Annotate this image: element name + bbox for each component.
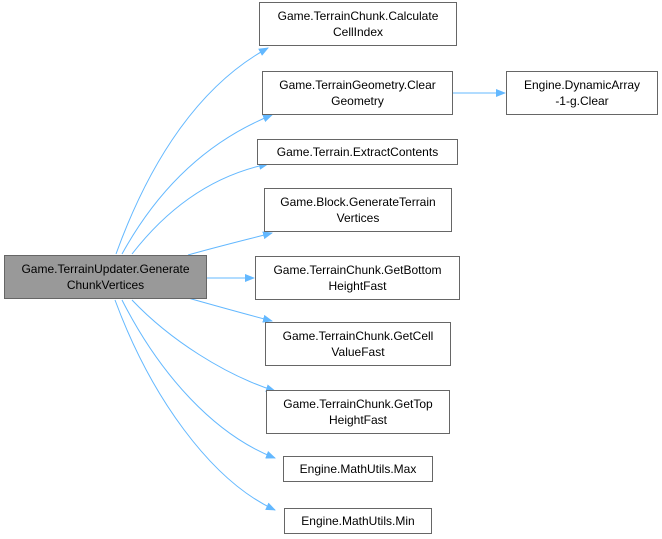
node-math-utils-max[interactable]: Engine.MathUtils.Max [283,456,433,482]
edge-to-max [121,299,276,459]
node-label-line1: Game.TerrainChunk.GetBottom [273,263,442,277]
edge-to-get-cell-value-fast [187,297,273,323]
node-clear-geometry[interactable]: Game.TerrainGeometry.Clear Geometry [262,71,453,115]
node-generate-terrain-vertices[interactable]: Game.Block.GenerateTerrain Vertices [264,188,452,232]
edge-to-get-top-height-fast [131,299,276,393]
node-generate-chunk-vertices[interactable]: Game.TerrainUpdater.Generate ChunkVertic… [4,255,207,299]
node-label-line1: Game.Terrain.ExtractContents [276,145,439,159]
node-get-bottom-height-fast[interactable]: Game.TerrainChunk.GetBottom HeightFast [255,256,460,300]
edge-to-calculate-cell-index [115,47,269,255]
node-math-utils-min[interactable]: Engine.MathUtils.Min [284,508,432,534]
node-calculate-cell-index[interactable]: Game.TerrainChunk.Calculate CellIndex [259,2,457,46]
node-label-line2: Vertices [336,211,380,225]
node-label-line2: ChunkVertices [66,278,145,292]
node-extract-contents[interactable]: Game.Terrain.ExtractContents [257,139,458,165]
node-label-line1: Engine.DynamicArray [523,78,641,92]
node-label-line2: Geometry [331,94,384,108]
node-label-line1: Game.TerrainUpdater.Generate [21,262,190,276]
edge-to-generate-terrain-vertices [187,231,273,256]
node-get-cell-value-fast[interactable]: Game.TerrainChunk.GetCell ValueFast [265,322,451,366]
node-label-line1: Game.TerrainGeometry.Clear [279,78,436,92]
node-label-line1: Engine.MathUtils.Max [299,462,417,476]
node-label-line2: HeightFast [328,279,387,293]
edge-to-extract-contents [131,161,269,255]
node-label-line1: Game.TerrainChunk.GetTop [283,397,433,411]
node-label-line2: CellIndex [332,25,384,39]
node-dynamic-array-clear[interactable]: Engine.DynamicArray -1-g.Clear [506,71,658,115]
node-label-line2: ValueFast [331,345,385,359]
node-get-top-height-fast[interactable]: Game.TerrainChunk.GetTop HeightFast [266,390,450,434]
node-label-line2: HeightFast [328,413,388,427]
edge-to-min [114,299,276,511]
node-label-line2: -1-g.Clear [555,94,609,108]
node-label-line1: Game.Block.GenerateTerrain [280,195,436,209]
node-label-line1: Game.TerrainChunk.GetCell [282,329,434,343]
edge-to-clear-geometry [121,114,273,255]
node-label-line1: Game.TerrainChunk.Calculate [277,9,439,23]
node-label-line1: Engine.MathUtils.Min [301,514,415,528]
